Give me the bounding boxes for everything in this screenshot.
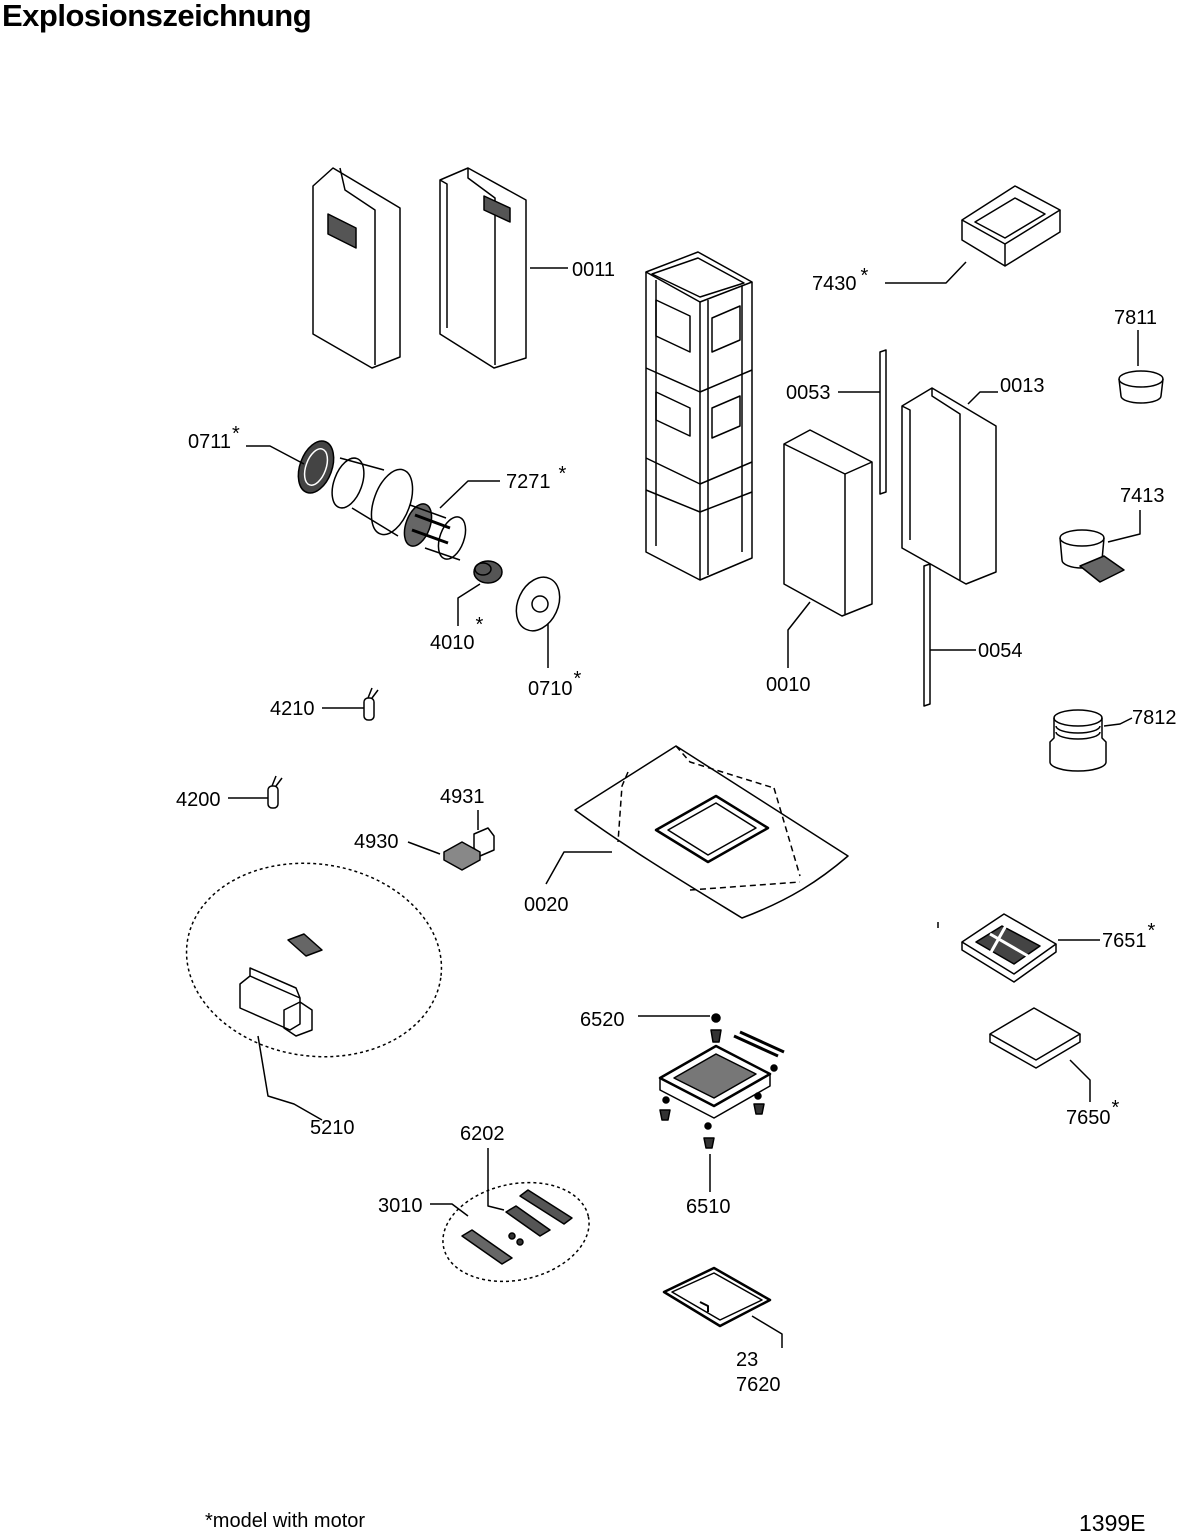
label-0710: 0710* (528, 668, 582, 700)
filter-frame-illustration (961, 913, 1057, 983)
capacitor-a-illustration (363, 687, 379, 721)
chimney-lower-front-illustration (783, 429, 873, 617)
lamp-illustration (443, 827, 495, 871)
grease-filter-illustration (662, 1266, 772, 1328)
label-6510: 6510 (686, 1196, 731, 1218)
label-7620: 7620 (736, 1374, 781, 1396)
ring-large-illustration (1049, 709, 1107, 772)
label-7413: 7413 (1120, 485, 1165, 507)
fan-group-illustration (297, 440, 467, 561)
label-6520: 6520 (580, 1009, 625, 1031)
label-0010: 0010 (766, 674, 811, 696)
label-7650: 7650* (1066, 1097, 1120, 1129)
label-5210: 5210 (310, 1117, 355, 1139)
label-4010: 4010* (430, 614, 484, 654)
label-4931: 4931 (440, 786, 485, 808)
label-6202: 6202 (460, 1123, 505, 1145)
chimney-lower-back-illustration (901, 387, 997, 585)
damper-illustration (1059, 529, 1125, 583)
tower-frame-illustration (645, 251, 753, 581)
label-7811: 7811 (1114, 307, 1157, 329)
leader-lines (228, 261, 1141, 1348)
carbon-filter-illustration (989, 1007, 1081, 1069)
capacitor-b-illustration (267, 775, 283, 809)
label-0020: 0020 (524, 894, 569, 916)
fan-plate-illustration (515, 576, 561, 632)
label-23: 23 (736, 1349, 758, 1371)
label-7271: 7271* (506, 463, 567, 493)
footnote: *model with motor (205, 1510, 366, 1532)
ring-small-illustration (1118, 370, 1164, 404)
label-0053: 0053 (786, 382, 831, 404)
recirculation-box-illustration (961, 185, 1061, 267)
part-labels: 0011 7430* 7811 0053 0013 0711* 7271* 74… (176, 259, 1177, 1396)
rail-right-illustration (923, 563, 931, 707)
label-4200: 4200 (176, 789, 221, 811)
drawing-code: 1399E (1079, 1510, 1146, 1536)
page-title: Explosionszeichnung (2, 0, 312, 33)
label-0011: 0011 (572, 259, 615, 281)
motor-illustration (473, 560, 503, 584)
label-0054: 0054 (978, 640, 1023, 662)
label-7651: 7651* (1102, 920, 1156, 952)
label-3010: 3010 (378, 1195, 423, 1217)
rail-left-illustration (879, 349, 887, 495)
label-7812: 7812 (1132, 707, 1177, 729)
label-7430: 7430* (812, 265, 869, 295)
switch-assembly-illustration (442, 1181, 590, 1283)
control-board-illustration (185, 862, 443, 1058)
label-4930: 4930 (354, 831, 399, 853)
label-0711: 0711* (188, 423, 240, 453)
chimney-upper-illustration (312, 167, 527, 369)
label-4210: 4210 (270, 698, 315, 720)
label-0013: 0013 (1000, 375, 1045, 397)
canopy-illustration (574, 745, 849, 919)
base-illustration (658, 1013, 785, 1149)
